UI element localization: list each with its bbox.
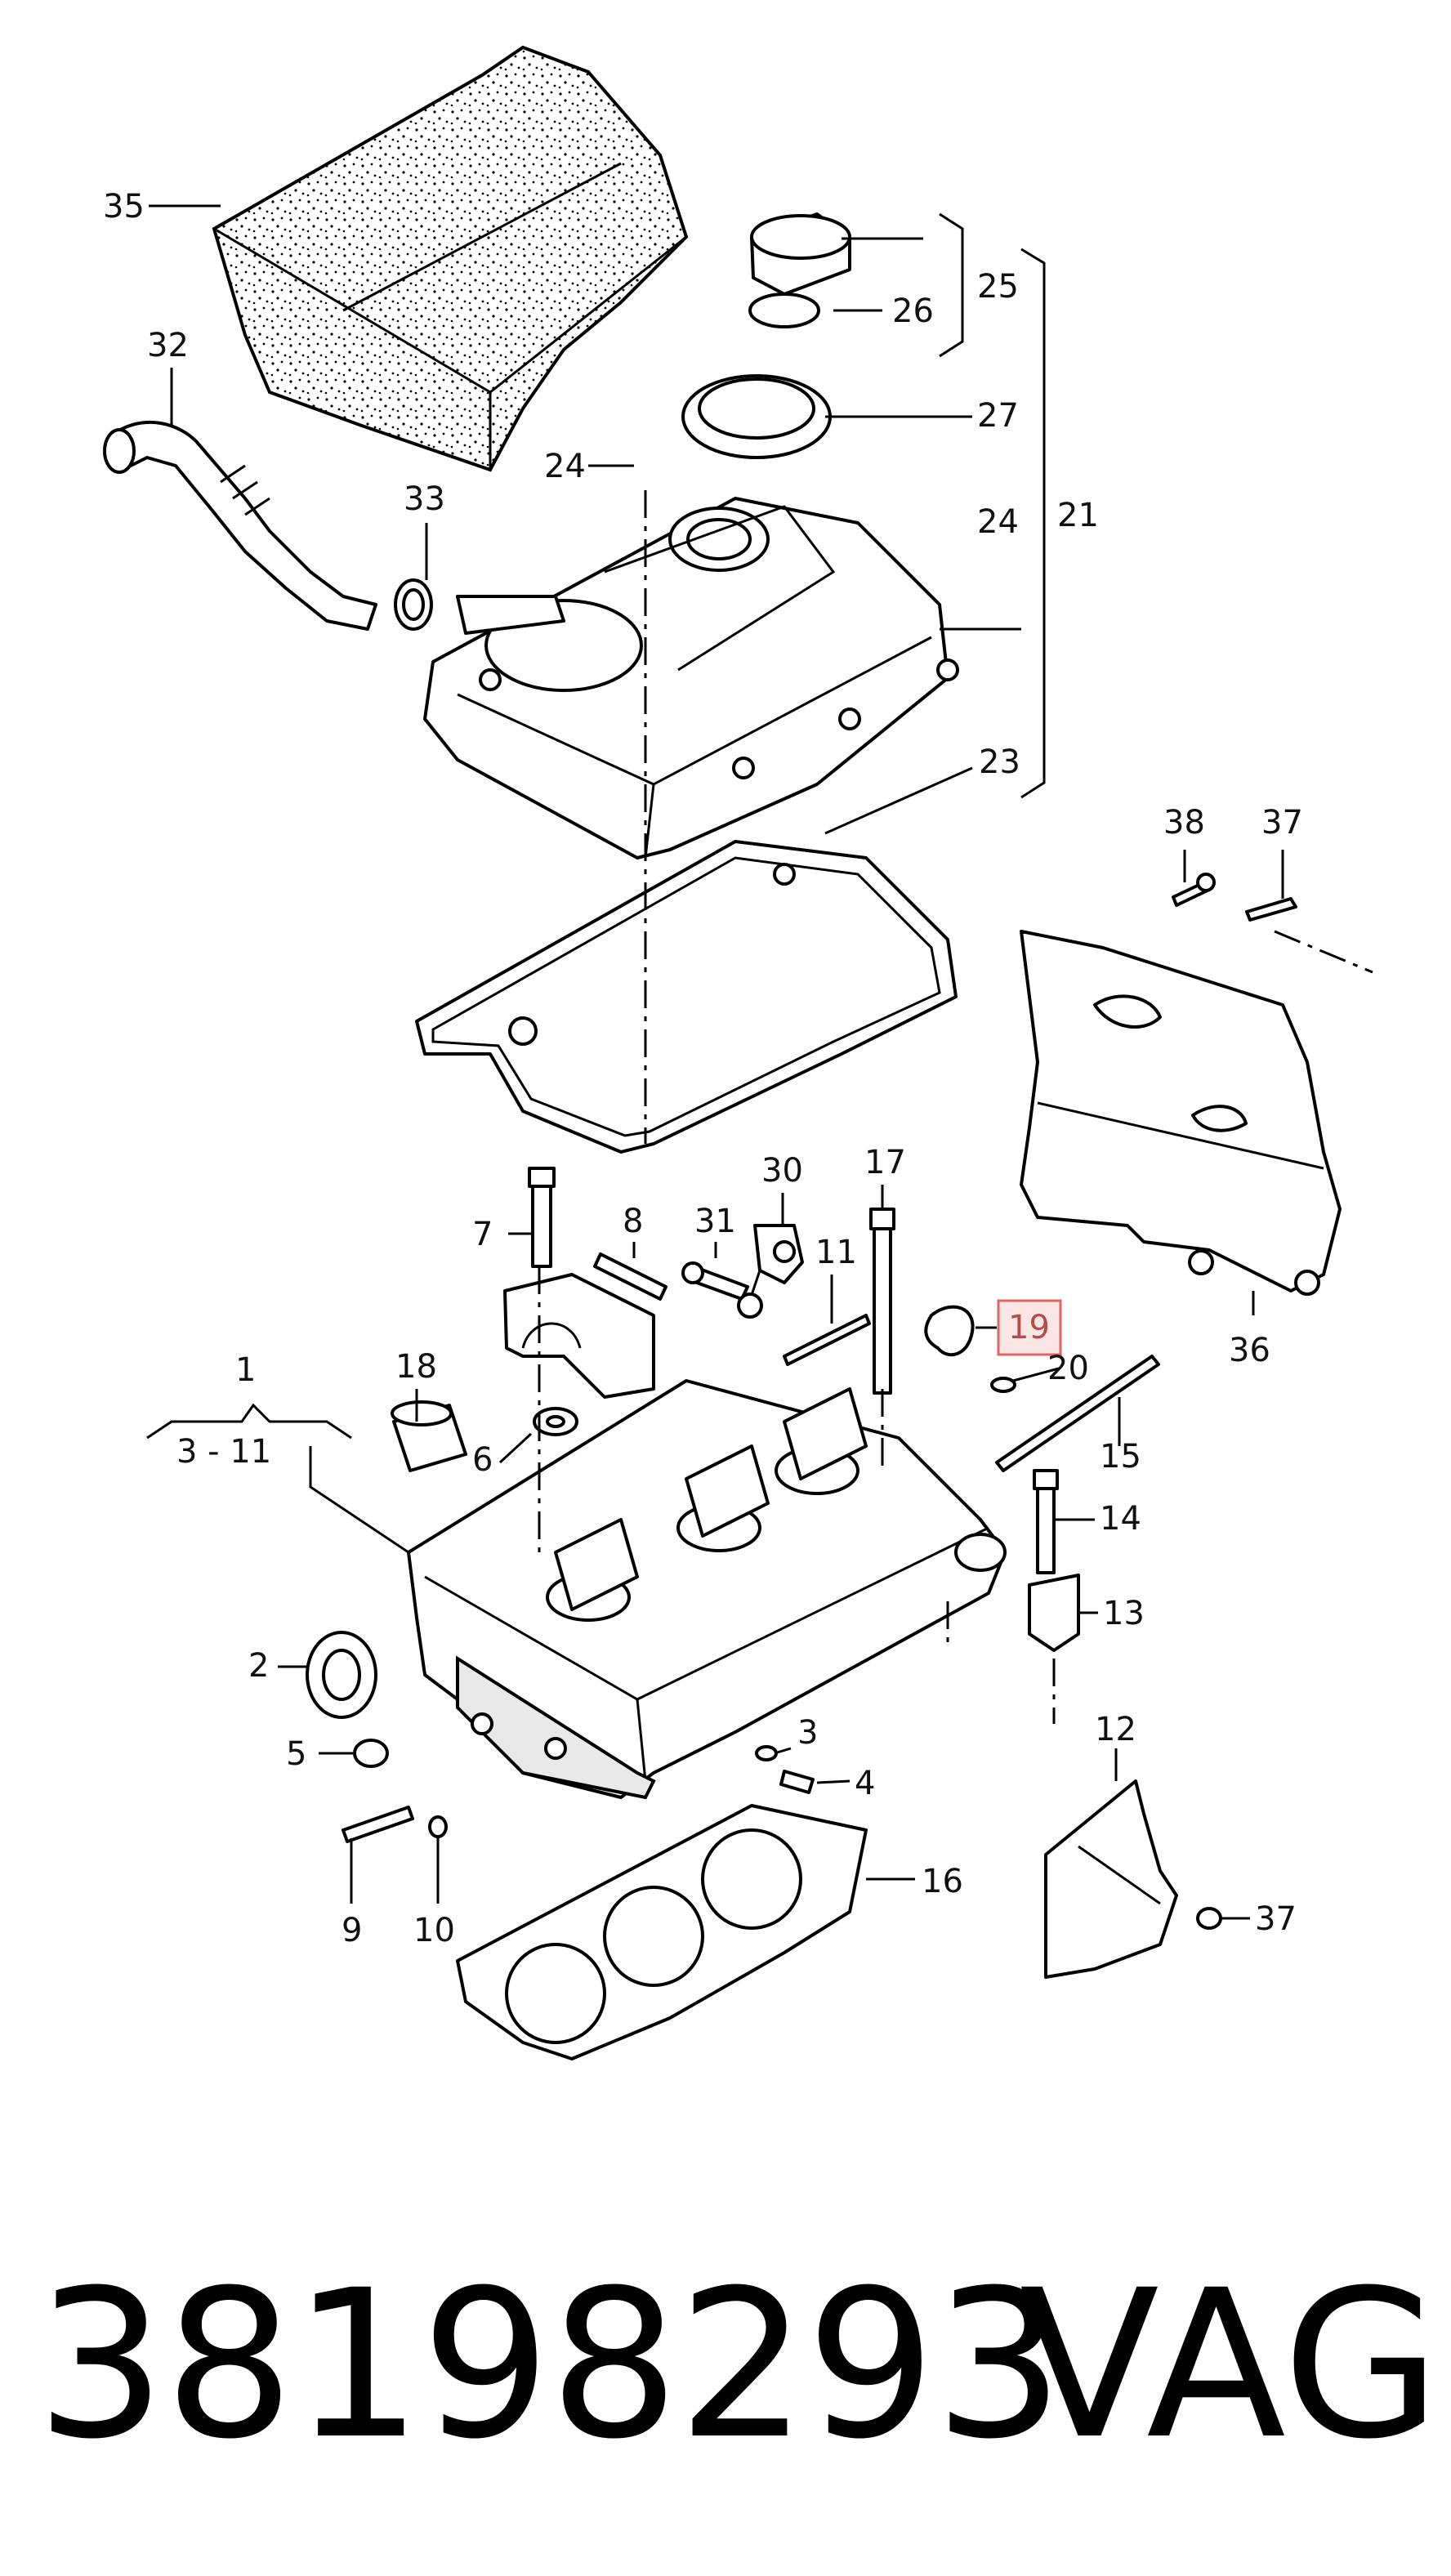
bearing-cap-part xyxy=(503,1273,655,1399)
callout-35: 35 xyxy=(103,188,145,225)
sleeve-18-part xyxy=(391,1400,467,1472)
breather-hose-part xyxy=(103,420,377,631)
callout-16: 16 xyxy=(922,1863,963,1900)
part-number: 38198293 xyxy=(36,2246,1064,2484)
callout-labels: 35 32 33 24 26 25 27 24 21 23 38 37 7 8 … xyxy=(103,188,1303,1949)
leader-lines xyxy=(146,204,1373,1920)
engine-cover-part xyxy=(212,45,689,472)
callout-1: 1 xyxy=(235,1351,256,1389)
rod-15-part xyxy=(995,1355,1160,1472)
callout-3-11: 3 - 11 xyxy=(176,1433,271,1471)
callout-8: 8 xyxy=(623,1203,643,1240)
callout-31: 31 xyxy=(694,1203,736,1240)
callout-23: 23 xyxy=(979,743,1020,781)
callout-30: 30 xyxy=(761,1152,803,1190)
callout-14: 14 xyxy=(1100,1500,1141,1538)
bolt-31-part xyxy=(681,1261,749,1301)
callout-24: 24 xyxy=(544,448,586,485)
oil-filler-cap-part xyxy=(681,212,851,459)
part-19 xyxy=(924,1305,975,1357)
callout-10: 10 xyxy=(413,1912,455,1949)
hose-clamp-part xyxy=(394,578,433,631)
callout-37: 37 xyxy=(1261,804,1303,842)
clip-37b-part xyxy=(1196,1907,1222,1930)
callout-5: 5 xyxy=(286,1735,306,1773)
stud-8-part xyxy=(593,1252,667,1301)
rod-11-part xyxy=(783,1314,871,1366)
stud-9-part xyxy=(342,1806,414,1843)
callout-18: 18 xyxy=(395,1348,437,1386)
part-20 xyxy=(990,1377,1016,1393)
cylinder-head-cover-part xyxy=(423,497,959,859)
washer-3-part xyxy=(755,1745,778,1761)
callout-13: 13 xyxy=(1103,1595,1145,1632)
callout-24b: 24 xyxy=(977,503,1019,541)
clip-37-part xyxy=(1245,897,1297,922)
callout-12: 12 xyxy=(1095,1711,1136,1748)
callout-25: 25 xyxy=(977,268,1019,306)
callout-3: 3 xyxy=(797,1714,818,1752)
callout-19: 19 xyxy=(1008,1309,1050,1346)
brand-name: VAG xyxy=(1020,2246,1441,2484)
callout-32: 32 xyxy=(147,327,189,364)
callout-2: 2 xyxy=(248,1647,269,1685)
bolt-38-part xyxy=(1172,873,1216,907)
callout-7: 7 xyxy=(472,1216,493,1253)
callout-9: 9 xyxy=(342,1912,362,1949)
bracket-13-part xyxy=(1028,1574,1080,1652)
bolt-17-part xyxy=(869,1208,895,1395)
pin-10-part xyxy=(428,1815,448,1838)
callout-19-highlight xyxy=(997,1299,1062,1356)
callout-4: 4 xyxy=(855,1765,875,1802)
breather-fitting-part xyxy=(456,595,565,635)
cover-gasket-part xyxy=(415,840,958,1154)
plug-5-part xyxy=(353,1739,389,1768)
heat-shield-part xyxy=(1020,930,1342,1296)
callout-15: 15 xyxy=(1100,1438,1141,1476)
callout-17: 17 xyxy=(864,1144,906,1181)
callout-38: 38 xyxy=(1163,804,1205,842)
callout-37b: 37 xyxy=(1255,1900,1297,1938)
callout-6: 6 xyxy=(472,1441,493,1479)
callout-26: 26 xyxy=(892,292,934,330)
cover-12-part xyxy=(1044,1779,1178,1979)
callout-27: 27 xyxy=(977,397,1019,435)
callout-11: 11 xyxy=(815,1234,857,1271)
bolt-4-part xyxy=(779,1770,815,1794)
bolt-14-part xyxy=(1033,1469,1059,1574)
callout-21: 21 xyxy=(1057,497,1099,534)
callout-33: 33 xyxy=(404,480,445,518)
sensor-30-part xyxy=(737,1224,804,1319)
callout-36: 36 xyxy=(1229,1332,1270,1369)
cylinder-head-part xyxy=(407,1379,1007,1800)
oil-seal-2-part xyxy=(306,1631,377,1719)
washer-6-part xyxy=(533,1407,578,1436)
head-gasket-16-part xyxy=(456,1804,868,2060)
callout-20: 20 xyxy=(1047,1350,1089,1387)
bolt-7-part xyxy=(528,1167,556,1268)
